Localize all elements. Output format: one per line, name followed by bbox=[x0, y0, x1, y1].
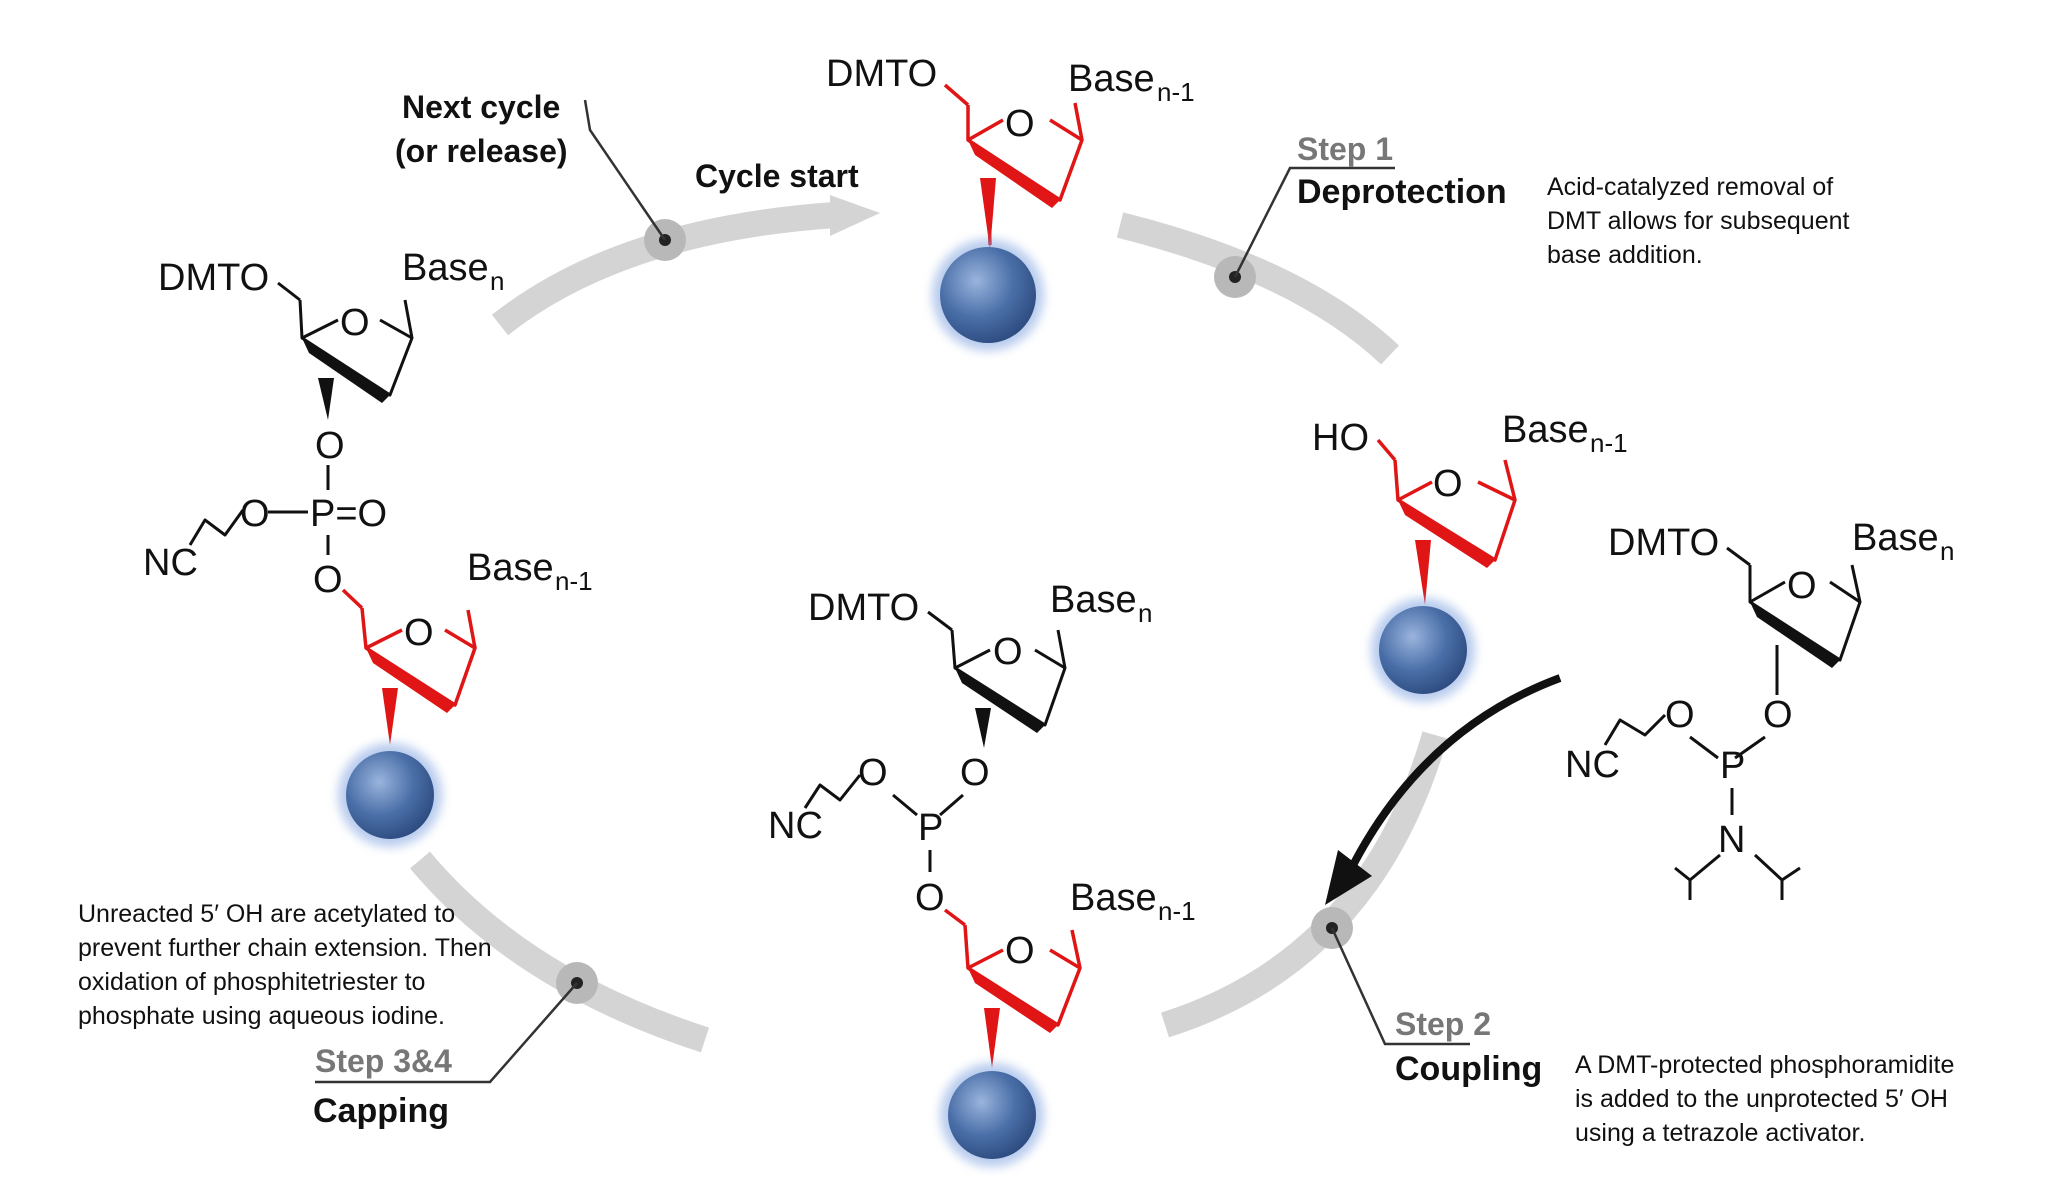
step34-desc-line1: Unreacted 5′ OH are acetylated to bbox=[78, 900, 455, 928]
step2-desc-line1: A DMT-protected phosphoramidite bbox=[1575, 1051, 1954, 1079]
svg-text:O: O bbox=[1787, 565, 1817, 607]
coupling-arrowhead bbox=[1325, 850, 1372, 905]
step34-number: Step 3&4 bbox=[315, 1043, 452, 1079]
solid-support-bead bbox=[948, 1071, 1036, 1159]
step34-desc-line3: oxidation of phosphitetriester to bbox=[78, 968, 425, 996]
svg-text:O: O bbox=[313, 559, 343, 601]
structure-center-phosphite-triester: DMTO Base n O O P O NC O Base n-1 O bbox=[768, 579, 1196, 1167]
leader-step34 bbox=[315, 982, 578, 1084]
base-label: Base bbox=[1068, 58, 1155, 100]
svg-text:O: O bbox=[1005, 930, 1035, 972]
svg-text:O: O bbox=[1763, 694, 1793, 736]
leader-step2 bbox=[1330, 927, 1470, 1046]
structure-phosphoramidite: DMTO Base n O O P O NC N bbox=[1565, 517, 1954, 900]
svg-text:n-1: n-1 bbox=[1158, 896, 1196, 926]
leader-step1 bbox=[1233, 166, 1395, 278]
step1-desc-line3: base addition. bbox=[1547, 241, 1703, 269]
arc-top-right bbox=[1116, 212, 1399, 365]
step34-name: Capping bbox=[313, 1092, 449, 1130]
svg-text:O: O bbox=[315, 425, 345, 467]
dmto-label: DMTO bbox=[1608, 522, 1719, 564]
svg-text:n-1: n-1 bbox=[1590, 428, 1628, 458]
solid-support-bead bbox=[346, 751, 434, 839]
arc-top-left bbox=[491, 202, 836, 336]
structure-right-ho-nucleoside: HO Base n-1 O bbox=[1312, 409, 1628, 702]
step1-desc-line2: DMT allows for subsequent bbox=[1547, 207, 1850, 235]
step1-number: Step 1 bbox=[1297, 131, 1393, 167]
coupling-arrow bbox=[1344, 674, 1562, 877]
base-label: Base bbox=[402, 247, 489, 289]
svg-text:n-1: n-1 bbox=[1157, 77, 1195, 107]
solid-support-bead bbox=[1379, 606, 1467, 694]
step-markers bbox=[315, 99, 1470, 1084]
svg-text:O: O bbox=[858, 752, 888, 794]
svg-text:O: O bbox=[340, 302, 370, 344]
step2-desc-line3: using a tetrazole activator. bbox=[1575, 1119, 1865, 1147]
ho-label: HO bbox=[1312, 417, 1369, 459]
svg-text:n-1: n-1 bbox=[555, 566, 593, 596]
arc-arrowhead bbox=[830, 195, 880, 236]
next-cycle-sub-label: (or release) bbox=[395, 133, 568, 169]
p-atom: P bbox=[918, 807, 943, 849]
svg-text:O: O bbox=[915, 877, 945, 919]
n-atom: N bbox=[1718, 819, 1745, 861]
dmto-label: DMTO bbox=[826, 53, 937, 95]
p-atom: P bbox=[1720, 745, 1745, 787]
svg-text:n: n bbox=[490, 266, 504, 296]
step1-desc-line1: Acid-catalyzed removal of bbox=[1547, 173, 1833, 201]
base-label: Base bbox=[1852, 517, 1939, 559]
leader-next-cycle bbox=[583, 99, 667, 241]
svg-text:O: O bbox=[960, 752, 990, 794]
dmto-label: DMTO bbox=[808, 587, 919, 629]
step1-name: Deprotection bbox=[1297, 173, 1507, 211]
nc-label: NC bbox=[768, 805, 823, 847]
svg-text:O: O bbox=[240, 493, 270, 535]
svg-text:O: O bbox=[1433, 463, 1463, 505]
svg-text:O: O bbox=[404, 612, 434, 654]
svg-text:n: n bbox=[1138, 598, 1152, 628]
dmto-label: DMTO bbox=[158, 257, 269, 299]
solid-support-bead bbox=[940, 247, 1036, 343]
step2-name: Coupling bbox=[1395, 1050, 1542, 1088]
nc-label: NC bbox=[1565, 744, 1620, 786]
next-cycle-label: Next cycle bbox=[402, 89, 560, 125]
cycle-start-label: Cycle start bbox=[695, 158, 859, 194]
p-double-o: P=O bbox=[310, 493, 387, 535]
base-label-2: Base bbox=[1070, 877, 1157, 919]
nc-label: NC bbox=[143, 542, 198, 584]
svg-text:O: O bbox=[993, 631, 1023, 673]
base-label: Base bbox=[1050, 579, 1137, 621]
base-label-2: Base bbox=[467, 547, 554, 589]
base-label: Base bbox=[1502, 409, 1589, 451]
structure-left-dinucleotide-phosphate: DMTO Base n O O P=O O NC O Base n-1 O bbox=[143, 247, 593, 847]
svg-text:O: O bbox=[1665, 694, 1695, 736]
svg-text:n: n bbox=[1940, 536, 1954, 566]
step2-number: Step 2 bbox=[1395, 1006, 1491, 1042]
step34-desc-line4: phosphate using aqueous iodine. bbox=[78, 1002, 445, 1030]
arc-bottom-left bbox=[410, 851, 710, 1053]
svg-text:O: O bbox=[1005, 103, 1035, 145]
arc-bottom-right bbox=[1161, 731, 1448, 1038]
step2-desc-line2: is added to the unprotected 5′ OH bbox=[1575, 1085, 1948, 1113]
structure-top-dmt-nucleoside: DMTO Base n-1 O bbox=[826, 53, 1195, 351]
step34-desc-line2: prevent further chain extension. Then bbox=[78, 934, 492, 962]
